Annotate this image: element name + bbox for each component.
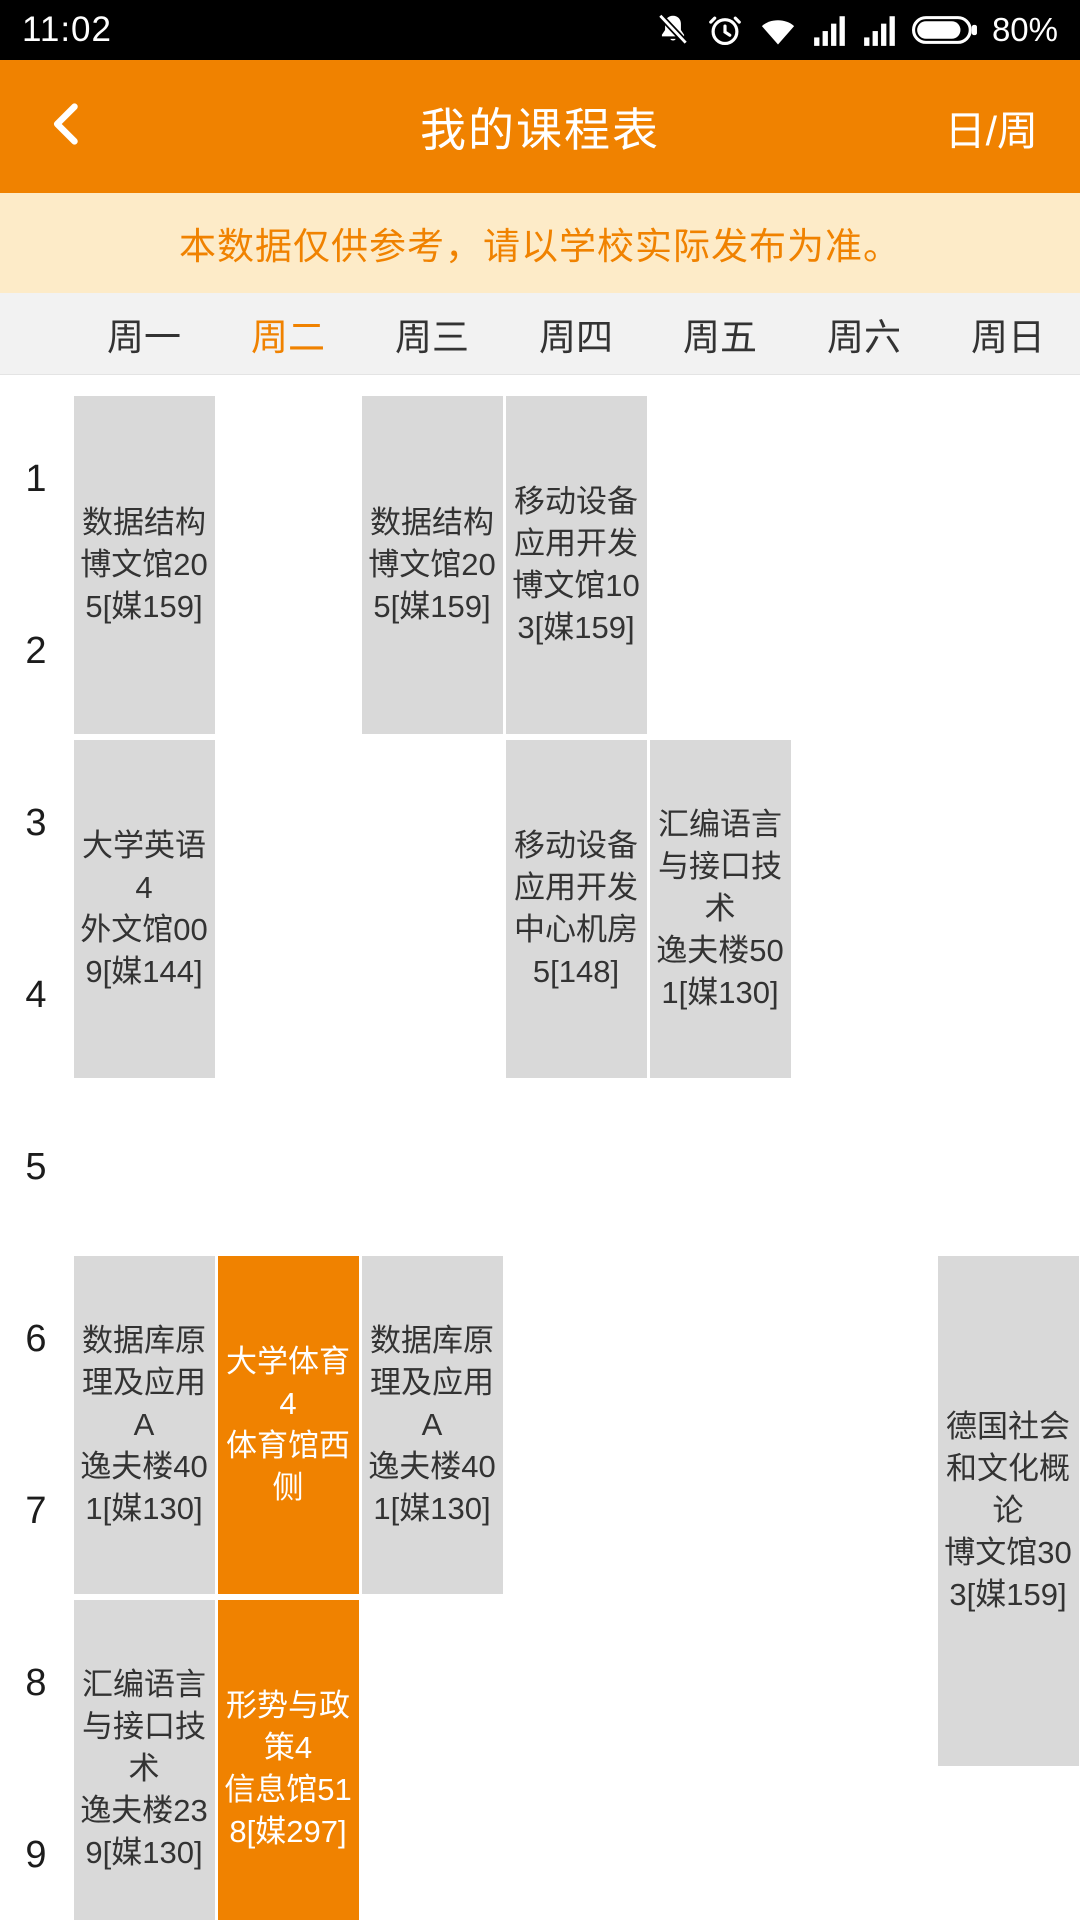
course-block-mon-1-2[interactable]: 数据结构 博文馆205[媒159]	[73, 396, 215, 734]
course-block-mon-8-9[interactable]: 汇编语言与接口技术 逸夫楼239[媒130]	[73, 1600, 215, 1920]
status-bar: 11:02	[0, 0, 1080, 60]
day-header-row: 周一 周二 周三 周四 周五 周六 周日	[0, 293, 1080, 375]
period-number-8: 8	[25, 1661, 47, 1704]
alarm-icon	[706, 11, 744, 49]
course-text: 移动设备应用开发 博文馆103[媒159]	[512, 484, 640, 645]
course-block-tue-8-9[interactable]: 形势与政策4 信息馆518[媒297]	[217, 1600, 359, 1920]
mute-icon	[654, 11, 692, 49]
course-text: 数据库原理及应用A 逸夫楼401[媒130]	[80, 1323, 208, 1526]
period-number-5: 5	[25, 1145, 47, 1188]
course-block-thu-1-2[interactable]: 移动设备应用开发 博文馆103[媒159]	[505, 396, 647, 734]
back-chevron-icon	[42, 98, 94, 155]
course-text: 数据库原理及应用A 逸夫楼401[媒130]	[368, 1323, 496, 1526]
notice-banner: 本数据仅供参考，请以学校实际发布为准。	[0, 193, 1080, 293]
timetable-grid: 1 2 3 4 5 6 7 8 9 数据结构 博文馆205[媒159] 大学英语…	[0, 375, 1080, 1920]
period-number-4: 4	[25, 973, 47, 1016]
course-block-sun-6-8[interactable]: 德国社会和文化概论 博文馆303[媒159]	[937, 1256, 1079, 1766]
day-label-sat: 周六	[827, 316, 901, 358]
course-block-fri-3-4[interactable]: 汇编语言与接口技术 逸夫楼501[媒130]	[649, 740, 791, 1078]
status-icons: 80%	[654, 11, 1058, 49]
course-block-wed-6-7[interactable]: 数据库原理及应用A 逸夫楼401[媒130]	[361, 1256, 503, 1594]
day-label-thu: 周四	[539, 316, 613, 358]
day-label-fri: 周五	[683, 316, 757, 358]
wifi-icon	[758, 11, 798, 49]
signal-icon-sim1	[812, 12, 848, 48]
period-number-1: 1	[25, 457, 47, 500]
course-text: 形势与政策4 信息馆518[媒297]	[224, 1688, 352, 1849]
course-text: 移动设备应用开发 中心机房5[148]	[514, 828, 638, 989]
day-label-tue: 周二	[251, 316, 325, 358]
page-title: 我的课程表	[420, 103, 660, 156]
period-number-7: 7	[25, 1489, 47, 1532]
day-label-wed: 周三	[395, 316, 469, 358]
period-number-6: 6	[25, 1317, 47, 1360]
period-number-3: 3	[25, 801, 47, 844]
course-block-wed-1-2[interactable]: 数据结构 博文馆205[媒159]	[361, 396, 503, 734]
course-text: 汇编语言与接口技术 逸夫楼501[媒130]	[656, 807, 784, 1010]
course-block-mon-3-4[interactable]: 大学英语4 外文馆009[媒144]	[73, 740, 215, 1078]
day-week-toggle[interactable]: 日/周	[944, 107, 1038, 154]
battery-icon	[911, 13, 978, 47]
battery-percent: 80%	[991, 11, 1058, 48]
course-text: 数据结构 博文馆205[媒159]	[80, 505, 208, 624]
day-label-mon: 周一	[107, 316, 181, 358]
app-header: 我的课程表 日/周	[0, 60, 1080, 193]
course-block-tue-6-7[interactable]: 大学体育4 体育馆西侧	[217, 1256, 359, 1594]
course-text: 大学英语4 外文馆009[媒144]	[80, 828, 208, 989]
status-time: 11:02	[22, 10, 112, 49]
course-text: 数据结构 博文馆205[媒159]	[368, 505, 496, 624]
back-button[interactable]	[38, 97, 98, 157]
course-text: 汇编语言与接口技术 逸夫楼239[媒130]	[80, 1667, 208, 1870]
period-number-9: 9	[25, 1833, 47, 1876]
day-label-sun: 周日	[971, 316, 1045, 358]
signal-icon-sim2	[862, 12, 898, 48]
period-number-2: 2	[25, 629, 47, 672]
course-block-thu-3-4[interactable]: 移动设备应用开发 中心机房5[148]	[505, 740, 647, 1078]
course-text: 大学体育4 体育馆西侧	[226, 1344, 350, 1505]
course-block-mon-6-7[interactable]: 数据库原理及应用A 逸夫楼401[媒130]	[73, 1256, 215, 1594]
notice-text: 本数据仅供参考，请以学校实际发布为准。	[179, 226, 901, 267]
course-text: 德国社会和文化概论 博文馆303[媒159]	[944, 1409, 1072, 1612]
